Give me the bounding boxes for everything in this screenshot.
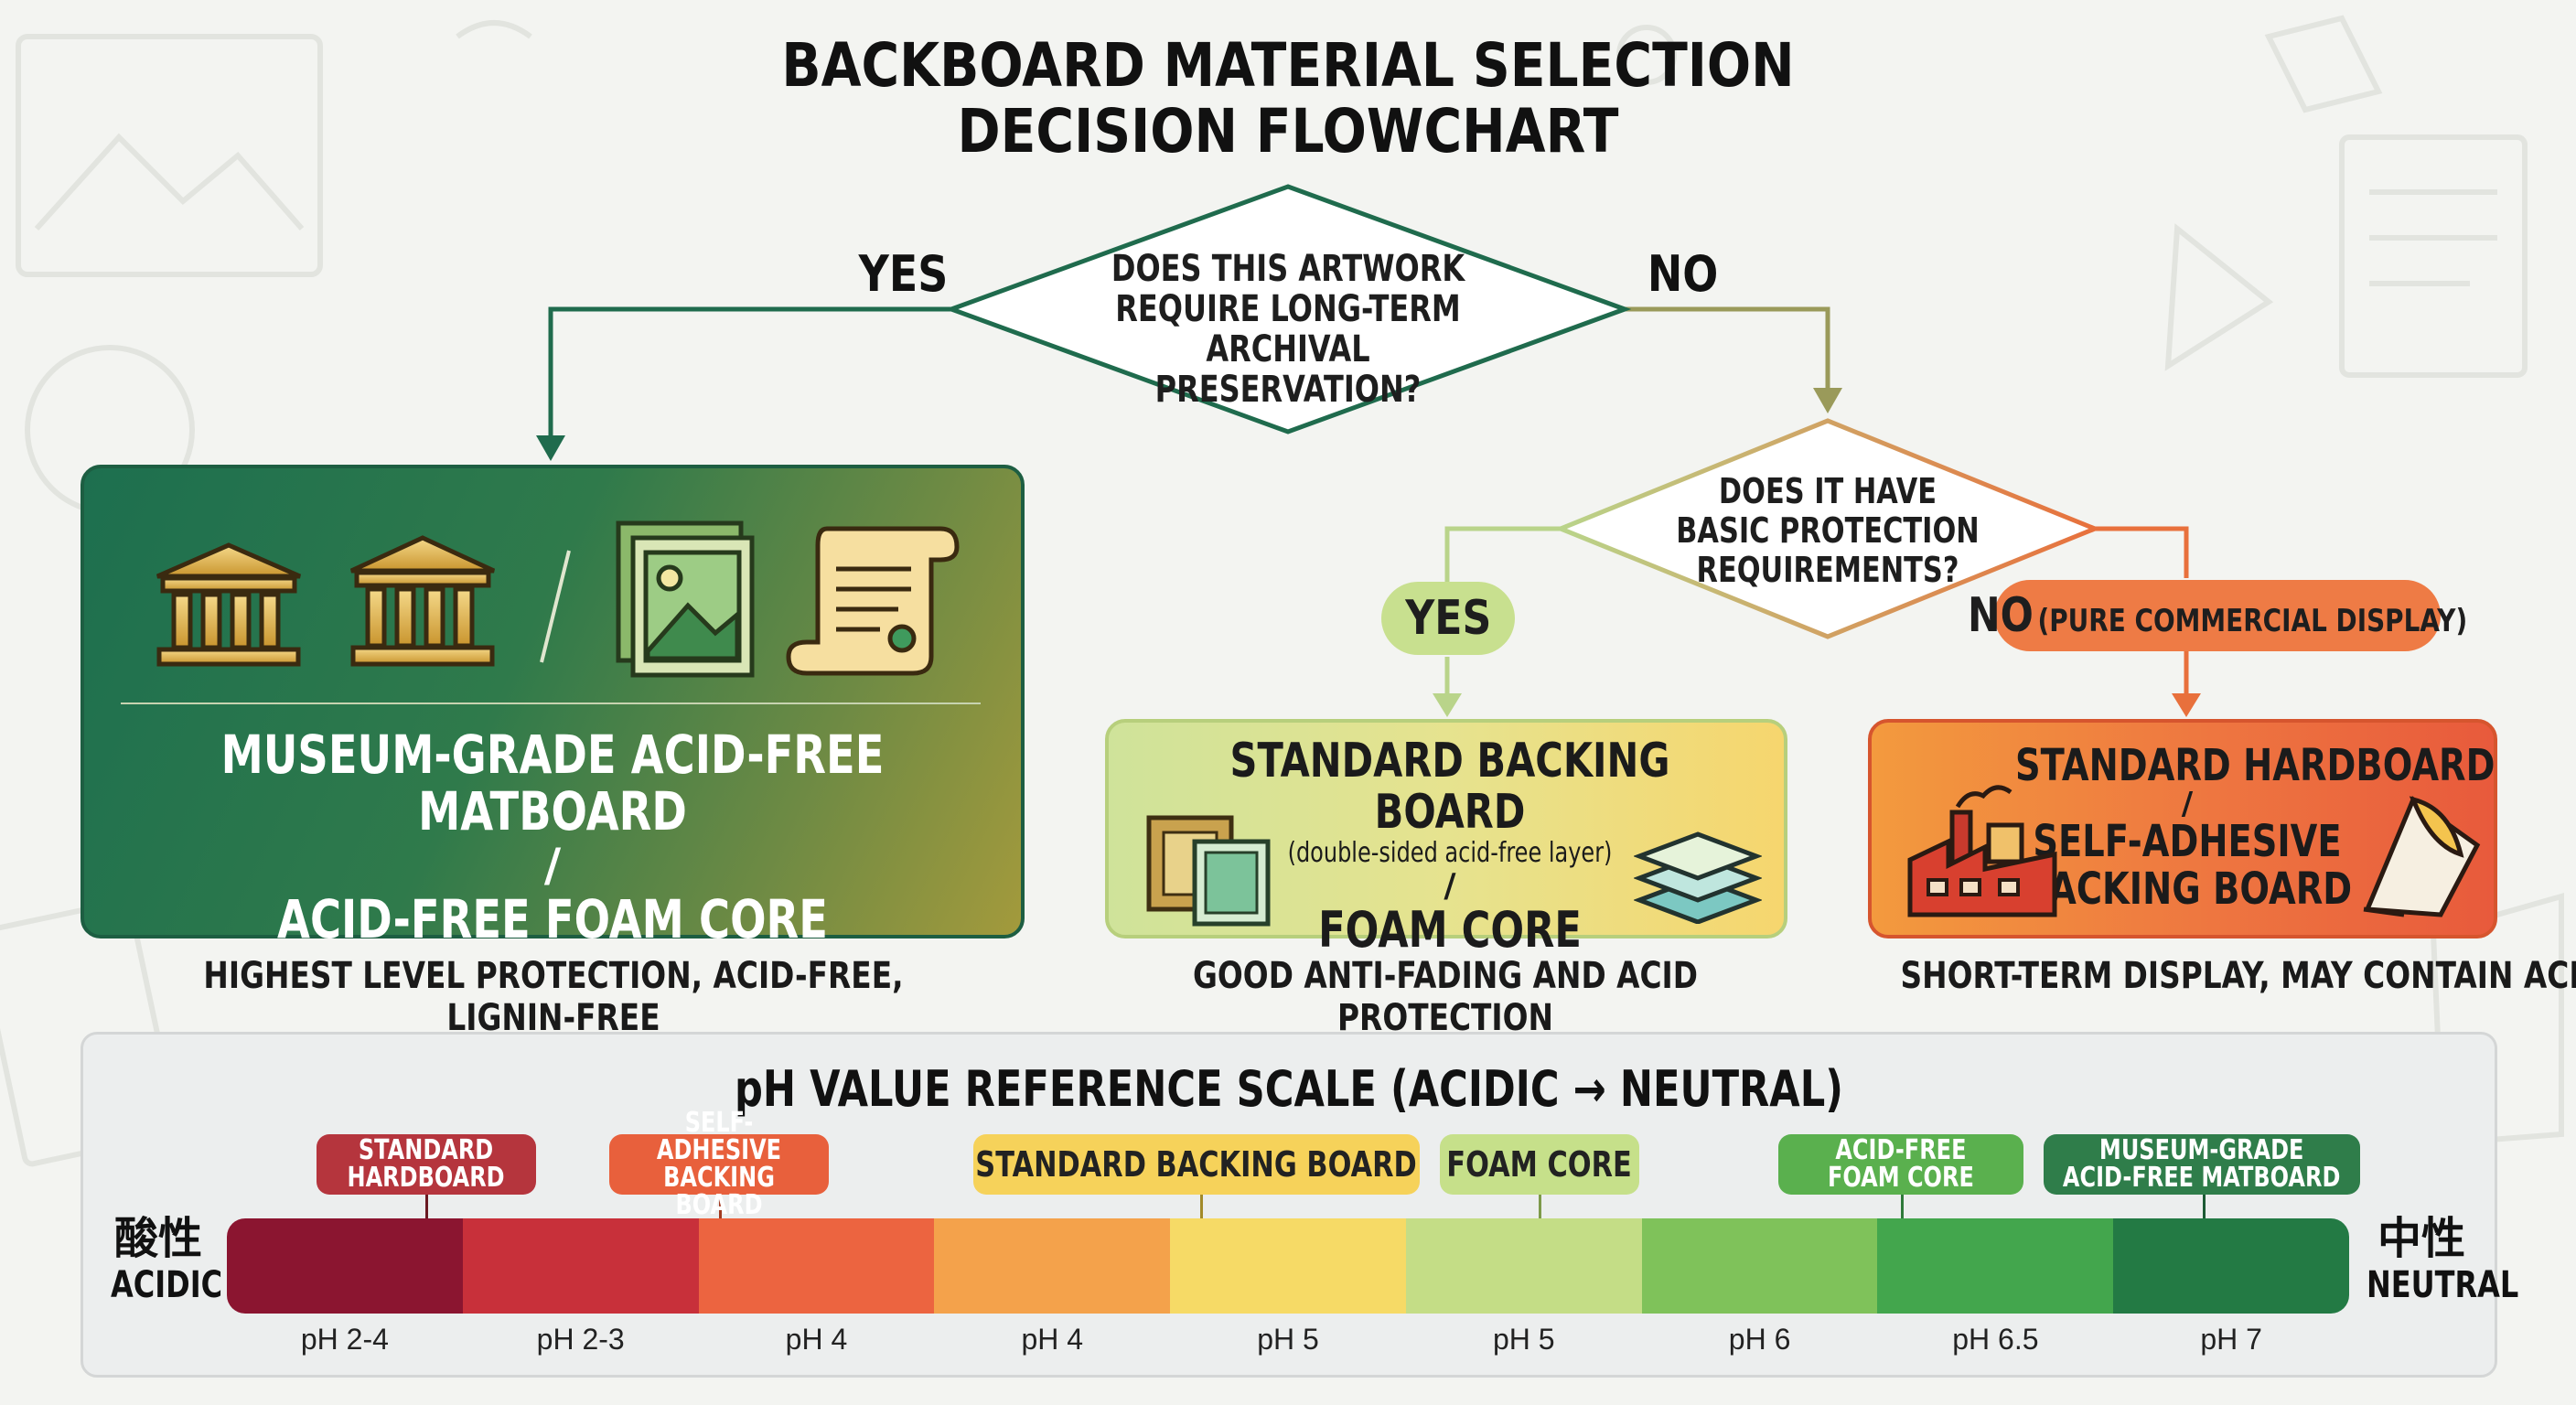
q2-no-pill: NO (PURE COMMERCIAL DISPLAY) (1968, 580, 2467, 651)
title-line-1: BACKBOARD MATERIAL SELECTION (781, 30, 1795, 101)
q1-yes-arrow (536, 435, 565, 461)
neutral-label-cn: 中性 (2377, 1213, 2465, 1264)
q1-yes-label: YES (858, 245, 949, 303)
standard-backing-card: STANDARD BACKING BOARD (double-sided aci… (1105, 719, 1787, 957)
ph-segment (1405, 1218, 1642, 1314)
acidic-label: 酸性 ACIDIC (99, 1213, 223, 1306)
q2-yes-label: YES (1404, 591, 1492, 646)
tag-tick (719, 1195, 722, 1218)
standard-caption: GOOD ANTI-FADING AND ACID PROTECTION (1193, 955, 1698, 1039)
acidic-label-en: ACIDIC (111, 1264, 223, 1306)
hardboard-separator: / (2181, 786, 2194, 822)
tag-tick (1200, 1195, 1203, 1218)
neutral-label-en: NEUTRAL (2367, 1264, 2519, 1306)
q1-diamond (944, 184, 1632, 434)
q2-diamond (1554, 418, 2101, 639)
factory-icon (1907, 785, 2057, 917)
ph-labels: pH 2-4 pH 2-3 pH 4 pH 4 pH 5 pH 5 pH 6 p… (227, 1323, 2349, 1359)
museum-divider (121, 702, 981, 704)
page-title: BACKBOARD MATERIAL SELECTION DECISION FL… (0, 33, 2576, 165)
tag-tick (1901, 1195, 1904, 1218)
board-samples-icon (1146, 815, 1271, 927)
tag-tick (425, 1195, 428, 1218)
ph-segment (462, 1218, 699, 1314)
museum-line-2: ACID-FREE FOAM CORE (277, 888, 828, 950)
museum-icon (156, 542, 301, 667)
q1-question: DOES THIS ARTWORK REQUIRE LONG-TERM ARCH… (1014, 249, 1562, 410)
q1-no-connector (1625, 306, 1830, 397)
q2-yes-arrow (1433, 693, 1462, 717)
standard-hardboard-card: STANDARD HARDBOARD / SELF-ADHESIVE BACKI… (1868, 719, 2497, 938)
q2-no-connector (2095, 526, 2189, 578)
ph-label: pH 2-4 (300, 1323, 389, 1356)
ph-scale-title: pH VALUE REFERENCE SCALE (ACIDIC → NEUTR… (734, 1060, 1844, 1118)
museum-grade-card: MUSEUM-GRADE ACID-FREE MATBOARD / ACID-F… (80, 465, 1025, 948)
museum-icons (156, 520, 960, 678)
museum-caption: HIGHEST LEVEL PROTECTION, ACID-FREE, LIG… (203, 955, 904, 1039)
hardboard-line-2b: BACKING BOARD (2022, 863, 2353, 915)
ph-label: pH 5 (1493, 1323, 1555, 1356)
hardboard-title: STANDARD HARDBOARD (2015, 740, 2496, 791)
q1-line-3: PRESERVATION? (1154, 369, 1422, 411)
q1-line-2: REQUIRE LONG-TERM ARCHIVAL (1115, 288, 1461, 370)
foam-layers-icon (1634, 831, 1762, 924)
acidic-label-cn: 酸性 (113, 1213, 202, 1264)
standard-subtitle: (double-sided acid-free layer) (1287, 837, 1613, 869)
museum-line-1: MUSEUM-GRADE ACID-FREE MATBOARD (220, 724, 885, 842)
ph-scale-panel: pH VALUE REFERENCE SCALE (ACIDIC → NEUTR… (80, 1032, 2497, 1378)
q2-no-arrow (2172, 693, 2201, 717)
ph-label: pH 7 (2200, 1323, 2262, 1356)
q1-no-label: NO (1647, 245, 1719, 303)
museum-text: MUSEUM-GRADE ACID-FREE MATBOARD / ACID-F… (84, 726, 1021, 948)
title-line-2: DECISION FLOWCHART (957, 96, 1619, 166)
neutral-label: 中性 NEUTRAL (2353, 1213, 2519, 1306)
ph-segment (1641, 1218, 1878, 1314)
tag-standard-backing-board: STANDARD BACKING BOARD (973, 1134, 1420, 1195)
adhesive-sheet-icon (2363, 796, 2481, 917)
hardboard-caption: SHORT-TERM DISPLAY, MAY CONTAIN ACID (1900, 955, 2576, 997)
q2-line-2: BASIC PROTECTION (1676, 510, 1980, 551)
q2-line-3: REQUIREMENTS? (1696, 550, 1959, 590)
picture-frame-icon (616, 520, 755, 678)
ph-label: pH 6.5 (1952, 1323, 2039, 1356)
ph-label: pH 5 (1257, 1323, 1319, 1356)
standard-text: STANDARD BACKING BOARD (double-sided aci… (1164, 735, 1736, 957)
ph-segment (227, 1218, 463, 1314)
q2-question: DOES IT HAVE BASIC PROTECTION REQUIREMEN… (1626, 472, 2029, 590)
museum-icon-2 (349, 535, 496, 667)
icon-separator (540, 550, 571, 663)
q1-no-arrow (1813, 388, 1842, 413)
ph-segment (2113, 1218, 2349, 1314)
ph-bar (227, 1218, 2349, 1314)
ph-segment (1877, 1218, 2114, 1314)
q2-no-note: (PURE COMMERCIAL DISPLAY) (2037, 603, 2468, 639)
q2-line-1: DOES IT HAVE (1718, 471, 1937, 511)
ph-segment (1170, 1218, 1406, 1314)
museum-separator: / (543, 839, 562, 892)
standard-title: STANDARD BACKING BOARD (1229, 734, 1670, 840)
certificate-scroll-icon (786, 526, 960, 676)
q1-yes-connector (548, 306, 951, 448)
ph-label: pH 6 (1728, 1323, 1791, 1356)
ph-segment (698, 1218, 935, 1314)
tag-foam-core: FOAM CORE (1440, 1134, 1639, 1195)
tag-tick (1539, 1195, 1541, 1218)
q2-yes-pill: YES (1381, 582, 1515, 655)
q2-no-label: NO (1967, 588, 2034, 643)
standard-separator: / (1444, 867, 1456, 905)
ph-label: pH 2-3 (536, 1323, 625, 1356)
standard-line-2: FOAM CORE (1318, 901, 1582, 959)
q1-line-1: DOES THIS ARTWORK (1111, 248, 1465, 290)
ph-label: pH 4 (785, 1323, 848, 1356)
hardboard-line-2a: SELF-ADHESIVE (2033, 816, 2342, 867)
ph-label: pH 4 (1021, 1323, 1084, 1356)
ph-segment (934, 1218, 1171, 1314)
tag-tick (2203, 1195, 2206, 1218)
q2-yes-connector (1444, 526, 1561, 585)
